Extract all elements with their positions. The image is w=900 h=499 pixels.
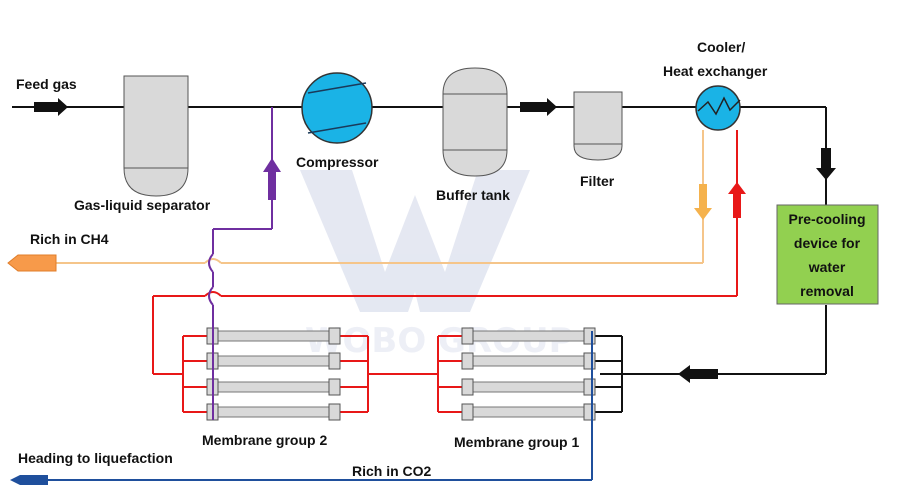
down-arrow-icon [816, 148, 836, 180]
precooling-device: Pre-cooling device for water removal [776, 204, 879, 305]
rich-co2-label: Rich in CO2 [352, 463, 432, 479]
heat-exchanger-icon [695, 85, 741, 131]
gas-liquid-separator [123, 75, 189, 197]
feed-gas-label: Feed gas [16, 76, 77, 92]
membrane-group-1-label: Membrane group 1 [454, 434, 579, 450]
precooling-label-line4: removal [800, 283, 854, 299]
precooling-label-line1: Pre-cooling [788, 211, 865, 227]
up-arrow-purple-icon [263, 158, 281, 200]
cooler-label-line2: Heat exchanger [663, 63, 768, 79]
down-arrow-yellow-icon [694, 184, 712, 220]
heading-liquefaction-label: Heading to liquefaction [18, 450, 173, 466]
left-arrow-icon [678, 365, 718, 383]
group1-feed-header [595, 335, 690, 413]
compressor-label: Compressor [296, 154, 379, 170]
filter-label: Filter [580, 173, 615, 189]
rich-co2-line [48, 331, 593, 481]
gas-liquid-separator-label: Gas-liquid separator [74, 197, 211, 213]
compressor-icon [301, 72, 373, 144]
rich-ch4-label: Rich in CH4 [30, 231, 109, 247]
filter-vessel [573, 91, 623, 161]
membrane-group-1 [461, 327, 596, 421]
co2-outlet-arrow-icon [10, 475, 48, 485]
buffer-tank [442, 67, 508, 177]
up-arrow-red-icon [728, 182, 746, 218]
buffer-tank-label: Buffer tank [436, 187, 510, 203]
precooling-label-line2: device for [794, 235, 861, 251]
membrane-group-2-label: Membrane group 2 [202, 432, 327, 448]
watermark-w-logo [300, 170, 530, 312]
ch4-outlet-arrow-icon [7, 254, 57, 272]
red-heating-line [152, 130, 738, 413]
precooling-label-line3: water [808, 259, 846, 275]
feed-gas-arrow-icon [34, 98, 68, 116]
flow-arrow-icon [520, 98, 557, 116]
cooler-label-line1: Cooler/ [697, 39, 745, 55]
